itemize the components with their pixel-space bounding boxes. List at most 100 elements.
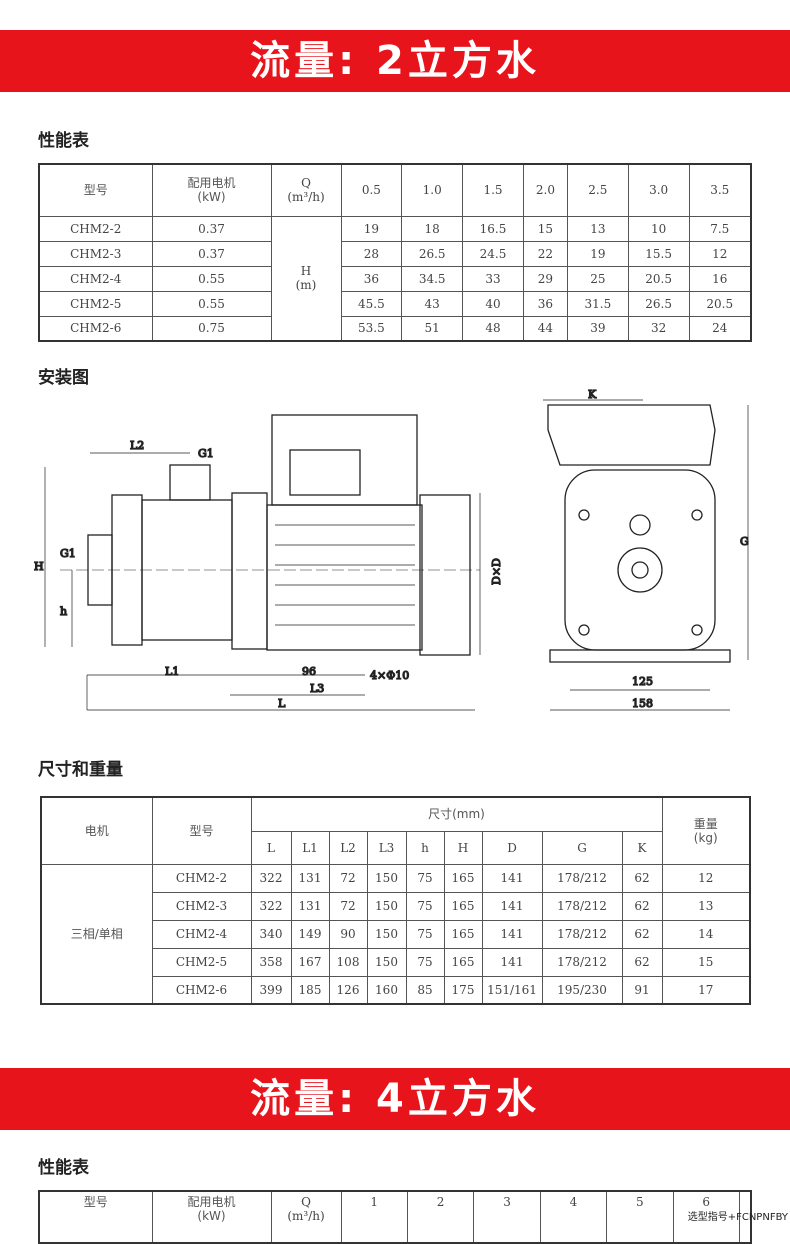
header-dim: H xyxy=(443,830,483,865)
dim-value-cell: 126 xyxy=(328,975,368,1005)
model-cell: CHM2-5 xyxy=(151,947,252,977)
dim-value-cell: 72 xyxy=(328,863,368,893)
head-value-cell: 24.5 xyxy=(462,240,524,267)
dim-value-cell: 178/212 xyxy=(541,919,623,949)
header-flow: 1 xyxy=(340,1190,408,1244)
dim-value-cell: 399 xyxy=(250,975,292,1005)
dim-value-cell: 167 xyxy=(290,947,330,977)
header-model: 型号 xyxy=(151,796,252,865)
head-value-cell: 7.5 xyxy=(688,215,752,242)
model-cell: CHM2-4 xyxy=(38,265,153,292)
weight-cell: 12 xyxy=(661,863,751,893)
dim-value-cell: 75 xyxy=(405,919,445,949)
head-value-cell: 20.5 xyxy=(688,290,752,317)
head-value-cell: 12 xyxy=(688,240,752,267)
head-value-cell: 24 xyxy=(688,315,752,342)
header-model: 型号 xyxy=(38,163,153,217)
dim-g1-top: G1 xyxy=(198,447,214,460)
pump-side-view xyxy=(44,414,481,711)
head-value-cell: 34.5 xyxy=(401,265,464,292)
head-value-cell: 16 xyxy=(688,265,752,292)
head-value-cell: 36 xyxy=(340,265,403,292)
head-value-cell: 18 xyxy=(401,215,464,242)
header-motor: 配用电机(kW) xyxy=(151,1190,272,1244)
head-value-cell: 15.5 xyxy=(627,240,690,267)
dim-value-cell: 91 xyxy=(621,975,663,1005)
model-cell: CHM2-3 xyxy=(38,240,153,267)
motor-kw-cell: 0.37 xyxy=(151,215,272,242)
dim-value-cell: 72 xyxy=(328,891,368,921)
dim-158: 158 xyxy=(632,697,653,710)
dim-value-cell: 165 xyxy=(443,947,483,977)
header-q: Q(m³/h) xyxy=(270,163,342,217)
head-unit-cell: H(m) xyxy=(270,215,342,342)
dim-value-cell: 149 xyxy=(290,919,330,949)
header-dim: L3 xyxy=(366,830,407,865)
head-value-cell: 10 xyxy=(627,215,690,242)
dim-value-cell: 62 xyxy=(621,947,663,977)
dim-value-cell: 165 xyxy=(443,919,483,949)
head-value-cell: 45.5 xyxy=(340,290,403,317)
dim-value-cell: 141 xyxy=(481,891,543,921)
head-value-cell: 32 xyxy=(627,315,690,342)
header-flow: 2.0 xyxy=(522,163,568,217)
performance-title: 性能表 xyxy=(38,131,89,151)
dim-h-upper: H xyxy=(34,560,44,573)
header-motor-label: 配用电机 xyxy=(187,1195,236,1209)
header-motor-unit: (kW) xyxy=(197,1209,226,1223)
header-dim: G xyxy=(541,830,623,865)
header-flow: 1.5 xyxy=(462,163,524,217)
dim-value-cell: 178/212 xyxy=(541,947,623,977)
dim-l2: L2 xyxy=(130,439,144,452)
head-value-cell: 31.5 xyxy=(566,290,629,317)
dim-l3: L3 xyxy=(310,682,324,695)
header-q-label: Q xyxy=(301,1195,311,1209)
header-dim: L1 xyxy=(290,830,330,865)
header-weight-label: 重量 xyxy=(693,816,718,831)
header-size: 尺寸(mm) xyxy=(250,796,663,832)
dim-value-cell: 131 xyxy=(290,891,330,921)
header-flow: 2.5 xyxy=(566,163,629,217)
dim-value-cell: 175 xyxy=(443,975,483,1005)
dim-value-cell: 75 xyxy=(405,947,445,977)
header-flow: 3 xyxy=(473,1190,541,1244)
header-dim: h xyxy=(405,830,445,865)
header-flow: 1.0 xyxy=(401,163,464,217)
dim-125: 125 xyxy=(632,675,653,688)
header-flow: 3.5 xyxy=(688,163,752,217)
header-dim: D xyxy=(481,830,543,865)
dim-value-cell: 141 xyxy=(481,947,543,977)
table-header-row: 电机 型号 尺寸(mm) 重量(kg) xyxy=(40,796,751,865)
head-value-cell: 20.5 xyxy=(627,265,690,292)
head-unit: (m) xyxy=(295,278,317,293)
dim-value-cell: 178/212 xyxy=(541,891,623,921)
dim-value-cell: 85 xyxy=(405,975,445,1005)
header-motor: 电机 xyxy=(40,796,153,865)
head-value-cell: 25 xyxy=(566,265,629,292)
head-value-cell: 44 xyxy=(522,315,568,342)
dim-value-cell: 90 xyxy=(328,919,368,949)
dim-value-cell: 340 xyxy=(250,919,292,949)
dim-l1: L1 xyxy=(165,665,179,678)
motor-kw-cell: 0.75 xyxy=(151,315,272,342)
dim-bolt-holes: 4×Φ10 xyxy=(370,669,409,682)
dim-k: K xyxy=(588,388,597,401)
dim-value-cell: 185 xyxy=(290,975,330,1005)
dim-value-cell: 160 xyxy=(366,975,407,1005)
dim-value-cell: 108 xyxy=(328,947,368,977)
head-value-cell: 40 xyxy=(462,290,524,317)
dim-value-cell: 141 xyxy=(481,863,543,893)
header-motor-unit: (kW) xyxy=(197,190,226,205)
header-model: 型号 xyxy=(38,1190,153,1244)
